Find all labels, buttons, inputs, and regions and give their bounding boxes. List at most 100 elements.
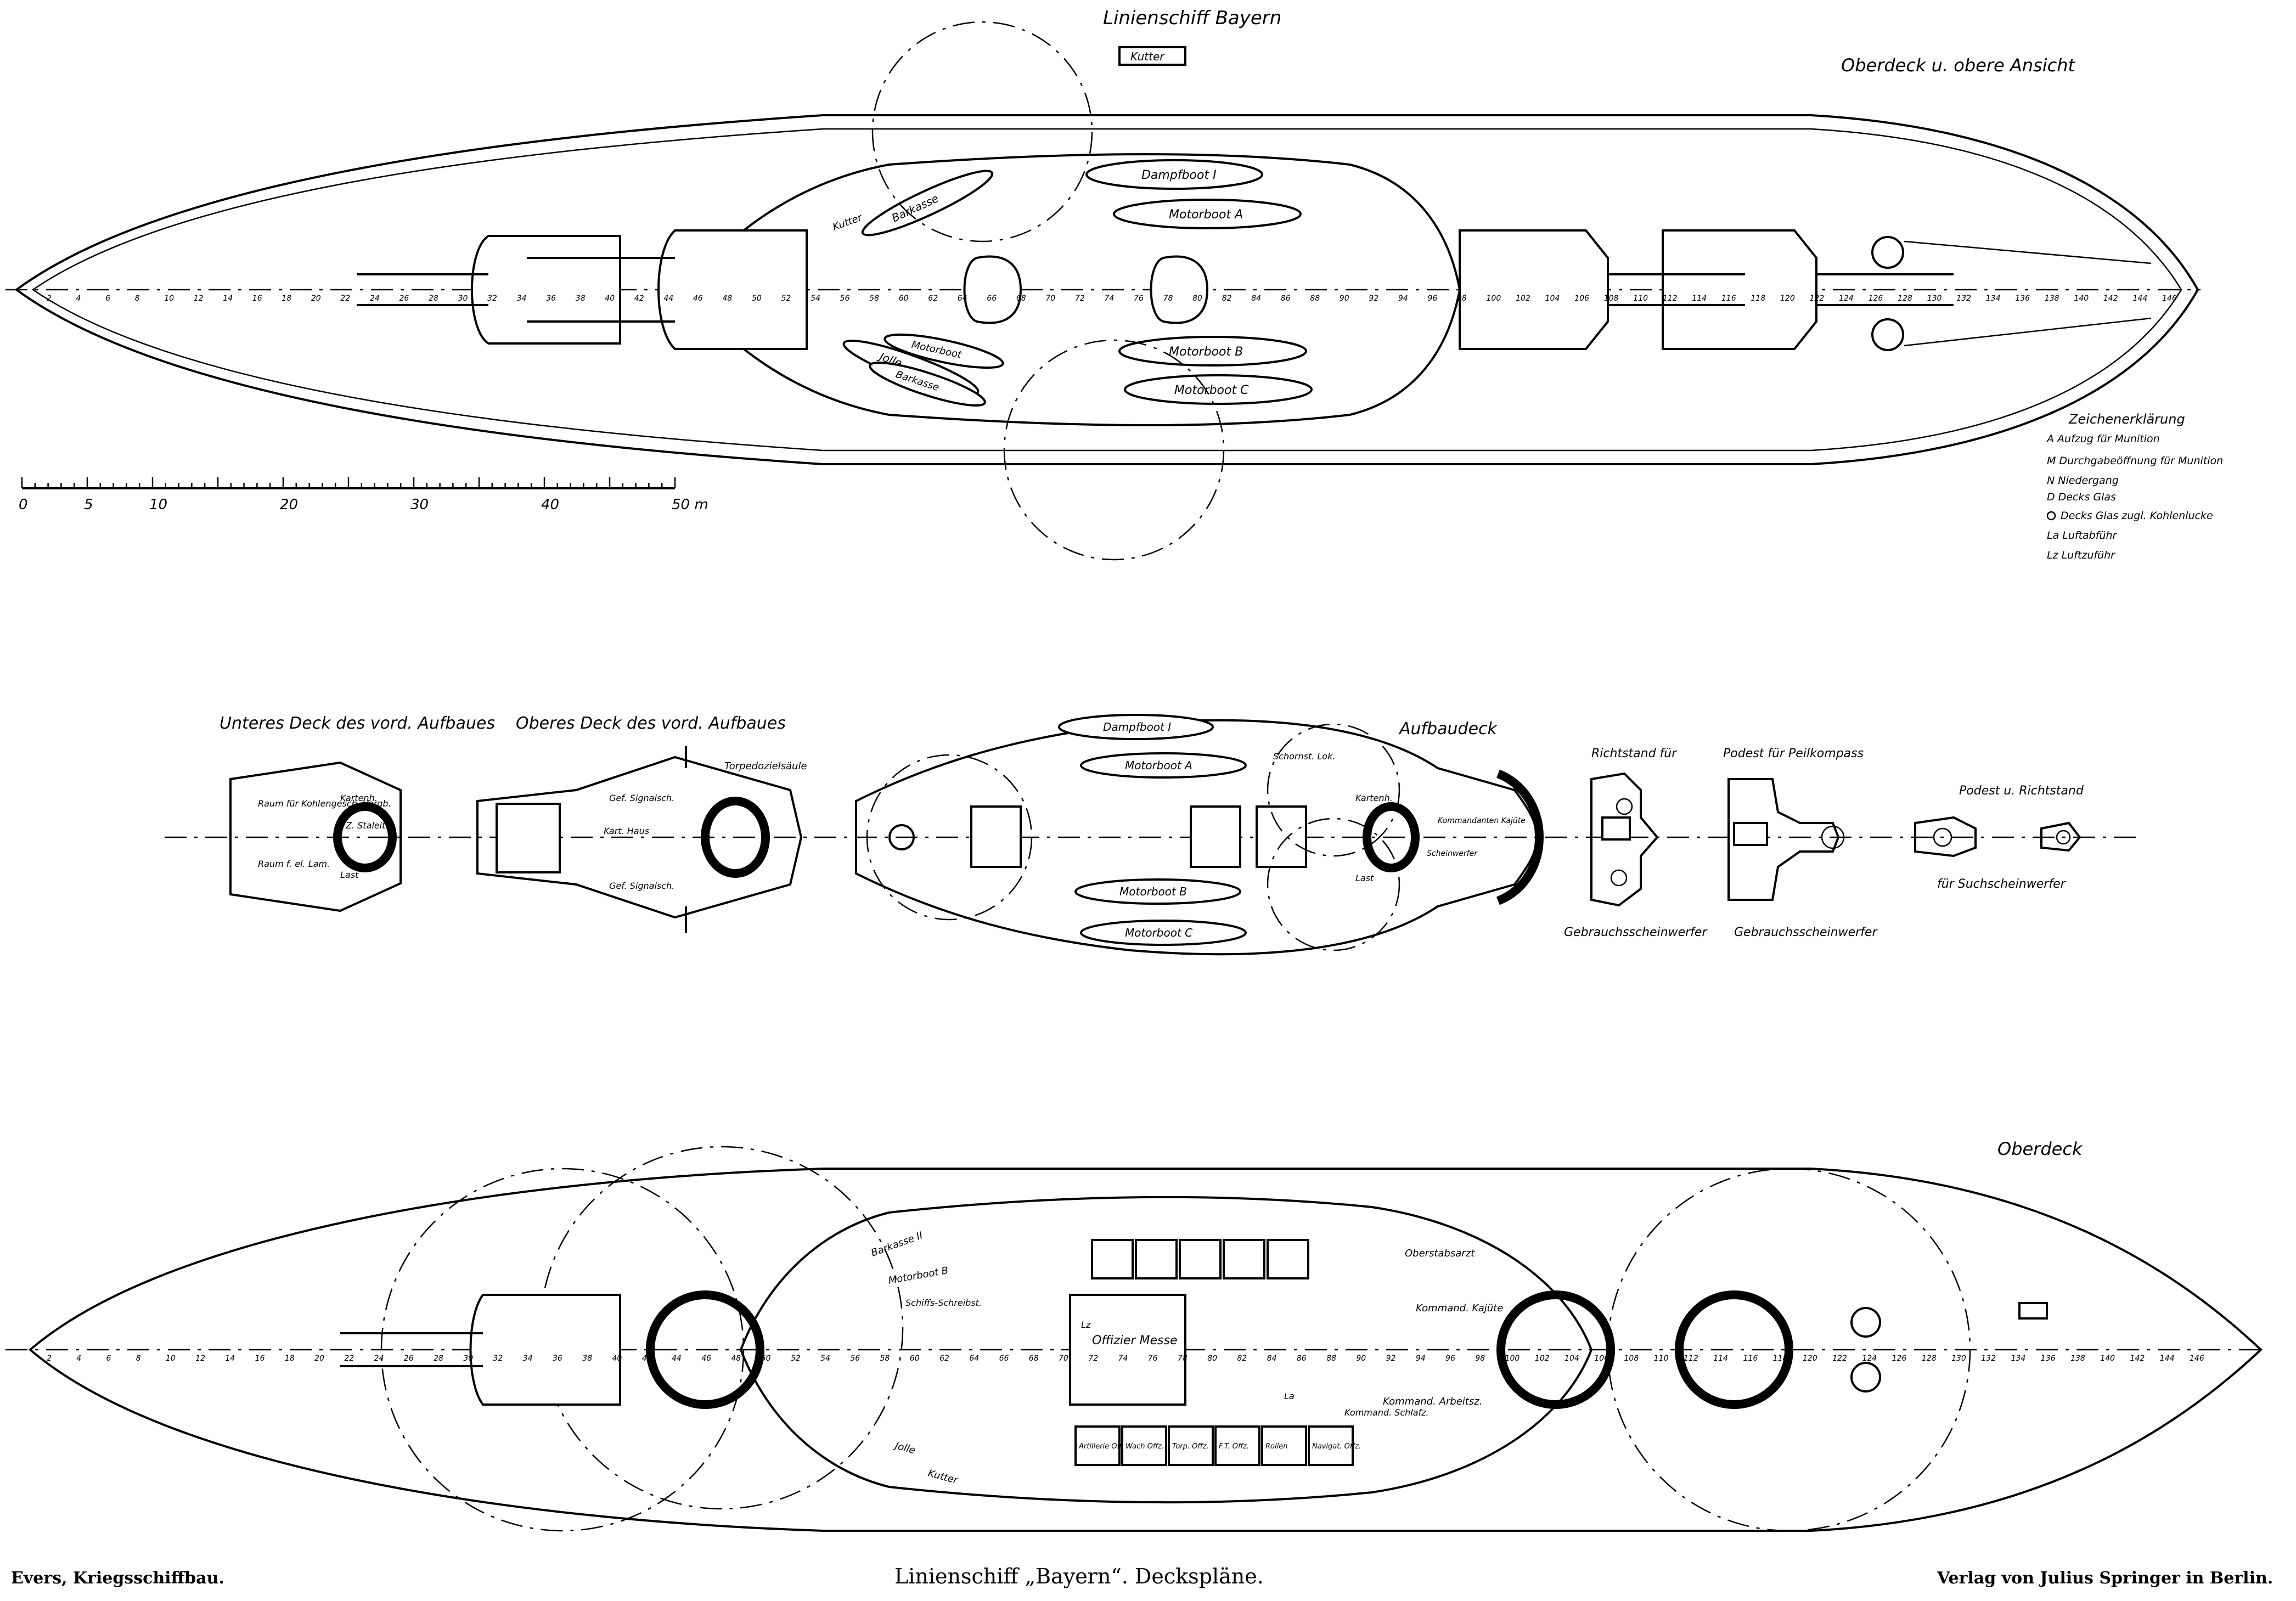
frame-number: 60 [910,1354,920,1363]
svg-text:Barkasse II: Barkasse II [870,1230,925,1259]
top-boats: Dampfboot I Motorboot A Motorboot B Moto… [831,46,1313,407]
frame-number: 64 [958,294,967,303]
frame-number: 80 [1192,294,1202,303]
frame-number: 116 [1743,1354,1758,1363]
frame-number: 92 [1369,294,1378,303]
legend-item-n: N Niedergang [2047,475,2119,487]
frame-number: 42 [642,1354,652,1363]
frame-number: 74 [1105,294,1115,303]
frame-number: 2 [47,1354,52,1363]
frame-number: 46 [701,1354,711,1363]
svg-text:Raum für Kohlengesch. Vorgb.: Raum für Kohlengesch. Vorgb. [258,798,391,809]
frame-number: 34 [523,1354,533,1363]
podest-peil-caption: Gebrauchsscheinwerfer [1734,926,1878,939]
frame-number: 96 [1428,294,1438,303]
frame-number: 126 [1869,294,1883,303]
frame-number: 6 [106,1354,111,1363]
frame-number: 34 [517,294,527,303]
plate-publisher: Verlag von Julius Springer in Berlin. [1937,1569,2273,1588]
frame-number: 138 [2045,294,2059,303]
frame-number: 134 [2011,1354,2026,1363]
frame-number: 142 [2130,1354,2145,1363]
top-boat-kutter: Kutter [1130,50,1165,63]
bottom-superstructure [739,1196,1593,1504]
frame-number: 14 [225,1354,235,1363]
frame-number: 26 [404,1354,414,1363]
cabin [1179,1239,1222,1279]
frame-number: 138 [2070,1354,2085,1363]
top-hull-inner [31,128,2182,452]
frame-number: 104 [1565,1354,1579,1363]
frame-number: 112 [1684,1354,1698,1363]
frame-number: 24 [370,294,380,303]
frame-number: 86 [1297,1354,1307,1363]
frame-number: 120 [1803,1354,1817,1363]
cabin-label: Rollen [1265,1442,1287,1451]
scale-label: 50 m [672,497,708,513]
frame-number: 70 [1045,294,1055,303]
frame-number: 76 [1148,1354,1158,1363]
top-plan: Linienschiff Bayern Oberdeck u. obere An… [5,7,2201,561]
frame-number: 118 [1751,294,1765,303]
scale-label: 30 [410,497,429,513]
svg-text:Kommand. Schlafz.: Kommand. Schlafz. [1344,1407,1429,1418]
frame-number: 28 [429,294,438,303]
frame-number: 4 [76,294,81,303]
frame-number: 84 [1267,1354,1277,1363]
frame-number: 2 [47,294,52,303]
frame-number: 88 [1310,294,1320,303]
frame-number: 140 [2074,294,2089,303]
frame-number: 36 [553,1354,562,1363]
frame-number: 124 [1839,294,1854,303]
middle-plans: Unteres Deck des vord. Aufbaues Raum für… [165,714,2140,956]
frame-number: 134 [1986,294,2001,303]
frame-number: 126 [1892,1354,1907,1363]
frame-number: 10 [164,294,174,303]
cabin-label: Artillerie Offz. [1078,1442,1128,1451]
frame-number: 128 [1898,294,1912,303]
frame-number: 110 [1654,1354,1669,1363]
svg-text:Raum f. el. Lam.: Raum f. el. Lam. [258,859,330,869]
legend-item-lz: Lz Luftzuführ [2047,549,2115,561]
frame-number: 16 [252,294,262,303]
frame-number: 136 [2015,294,2030,303]
frame-number: 100 [1487,294,1501,303]
cabin [1091,1239,1134,1279]
frame-number: 72 [1075,294,1085,303]
frame-number: 94 [1416,1354,1426,1363]
top-plan-view-label: Oberdeck u. obere Ansicht [1841,55,2075,76]
cabin-label: F.T. Offz. [1219,1442,1249,1451]
legend-title: Zeichenerklärung [2068,411,2185,427]
frame-number: 62 [928,294,938,303]
frame-number: 24 [374,1354,384,1363]
svg-text:Motorboot C: Motorboot C [1125,926,1192,939]
lower-fwd-title: Unteres Deck des vord. Aufbaues [220,714,495,733]
upper-fwd-title: Oberes Deck des vord. Aufbaues [516,714,786,733]
bottom-plan-title: Oberdeck [1997,1138,2083,1159]
svg-text:Gef. Signalsch.: Gef. Signalsch. [609,793,674,803]
svg-text:Kart. Haus: Kart. Haus [604,826,649,836]
officer-mess-label: Offizier Messe [1092,1334,1178,1348]
svg-text:Dampfboot I: Dampfboot I [1103,720,1171,734]
frame-number: 38 [576,294,586,303]
frame-number: 146 [2162,294,2177,303]
frame-number: 48 [731,1354,741,1363]
svg-text:Motorboot B: Motorboot B [887,1265,949,1287]
frame-number: 130 [1927,294,1942,303]
frame-number: 90 [1356,1354,1366,1363]
top-boat-motorboot-b: Motorboot B [1169,345,1243,359]
svg-text:Z. Staleit.: Z. Staleit. [345,820,388,831]
scale-label: 10 [149,497,167,513]
frame-number: 8 [135,294,140,303]
svg-text:Kutter: Kutter [927,1468,960,1487]
frame-number: 6 [105,294,110,303]
scale-label: 0 [19,497,28,513]
frame-number: 20 [311,294,321,303]
top-boat-kutter-2: Kutter [831,211,865,233]
frame-number: 124 [1862,1354,1877,1363]
scale-label: 40 [541,497,559,513]
frame-number: 114 [1692,294,1707,303]
frame-number: 22 [340,294,350,303]
svg-text:Kommand. Kajüte: Kommand. Kajüte [1416,1303,1503,1314]
